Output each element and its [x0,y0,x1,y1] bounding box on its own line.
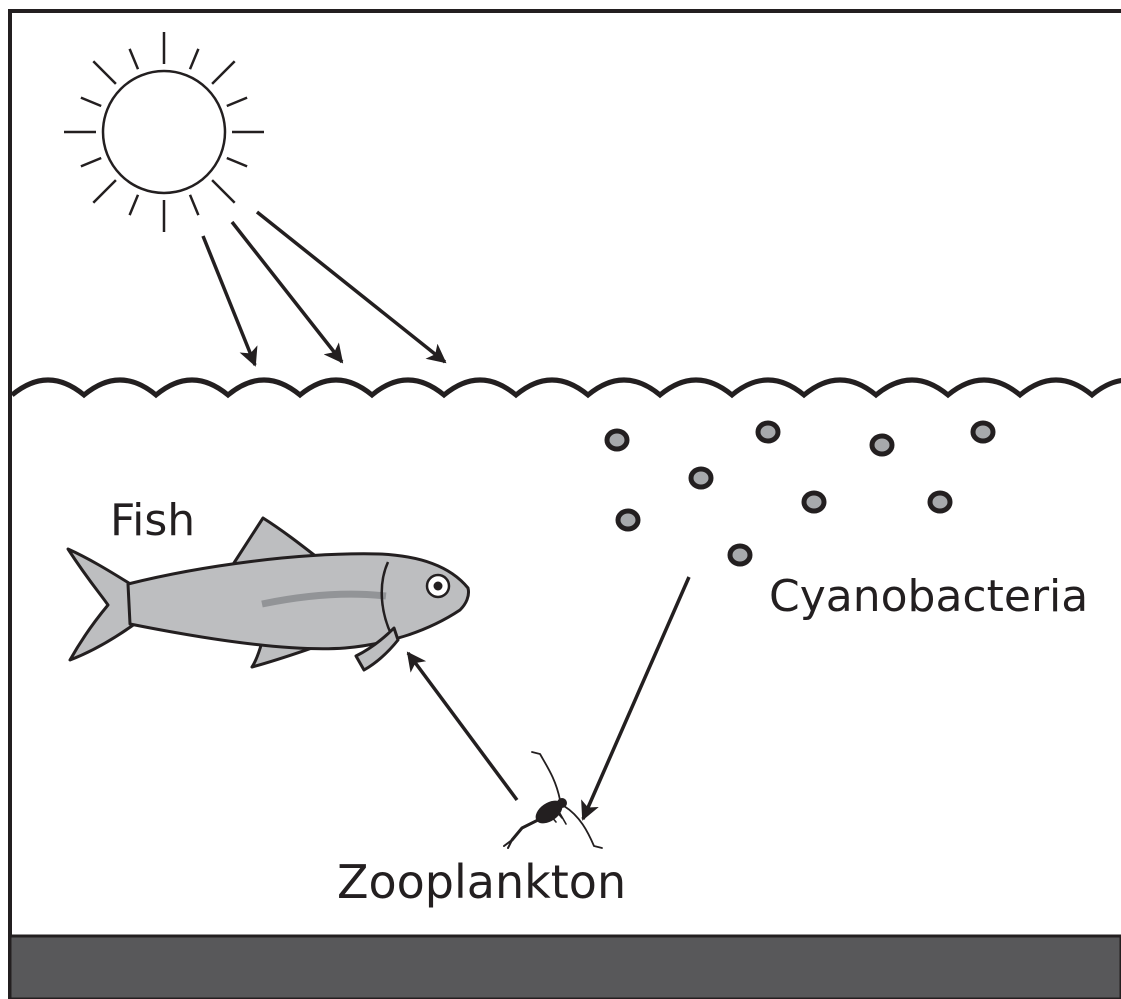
cyanobacteria-label: Cyanobacteria [769,571,1088,622]
lake-bottom-sediment [10,936,1121,999]
cyanobacteria-cell-icon [758,423,778,441]
cyanobacteria-cell-icon [930,493,950,511]
fish-pupil [434,582,443,591]
cyanobacteria-cell-icon [872,436,892,454]
fish-label: Fish [110,495,195,546]
sun-icon [64,32,264,232]
cyanobacteria-cell-icon [730,546,750,564]
cyanobacteria-cell-icon [804,493,824,511]
zooplankton-label: Zooplankton [337,855,626,909]
cyanobacteria-cell-icon [607,431,627,449]
cyanobacteria-cell-icon [691,469,711,487]
cyanobacteria-cell-icon [618,511,638,529]
cyanobacteria-cell-icon [973,423,993,441]
